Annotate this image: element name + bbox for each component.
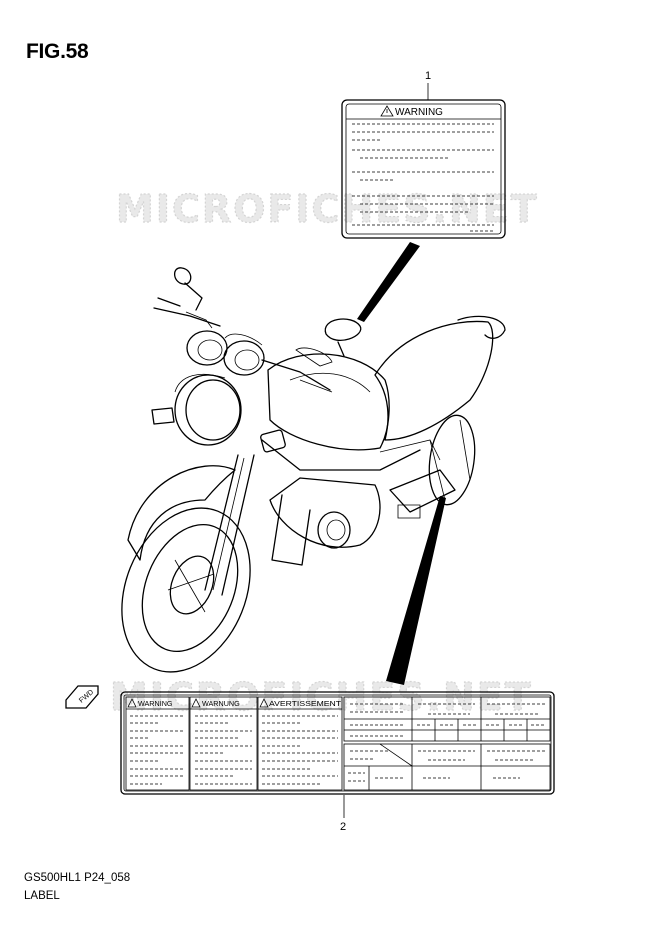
watermark-top: MICROFICHES.NET xyxy=(116,187,539,231)
model-code: GS500HL1 P24_058 xyxy=(24,872,131,884)
label-2-panel-2-heading: WARNUNG xyxy=(202,699,240,708)
section-label: LABEL xyxy=(24,890,60,902)
warning-triangle-icon xyxy=(127,698,137,708)
warning-triangle-icon xyxy=(191,698,201,708)
callout-number-2: 2 xyxy=(340,821,346,833)
pointer-wedge-label-1 xyxy=(357,242,420,322)
label-2-multilingual-sheet[interactable]: WARNING WARNUNG AVERTISSEM xyxy=(120,691,555,795)
warning-triangle-icon xyxy=(259,698,269,708)
label-1-warning-card[interactable]: WARNING xyxy=(341,99,506,239)
label-1-heading: WARNING xyxy=(395,107,443,118)
label-2-panel-1-heading: WARNING xyxy=(138,699,173,708)
motorcycle-illustration xyxy=(121,267,506,673)
label-2-panel-3-heading: AVERTISSEMENT xyxy=(269,699,342,708)
callout-number-1: 1 xyxy=(425,70,431,82)
figure-title: FIG.58 xyxy=(26,40,89,63)
pointer-wedge-label-2 xyxy=(386,496,446,685)
forward-direction-icon: FWD xyxy=(65,685,99,709)
warning-triangle-icon xyxy=(380,105,394,117)
